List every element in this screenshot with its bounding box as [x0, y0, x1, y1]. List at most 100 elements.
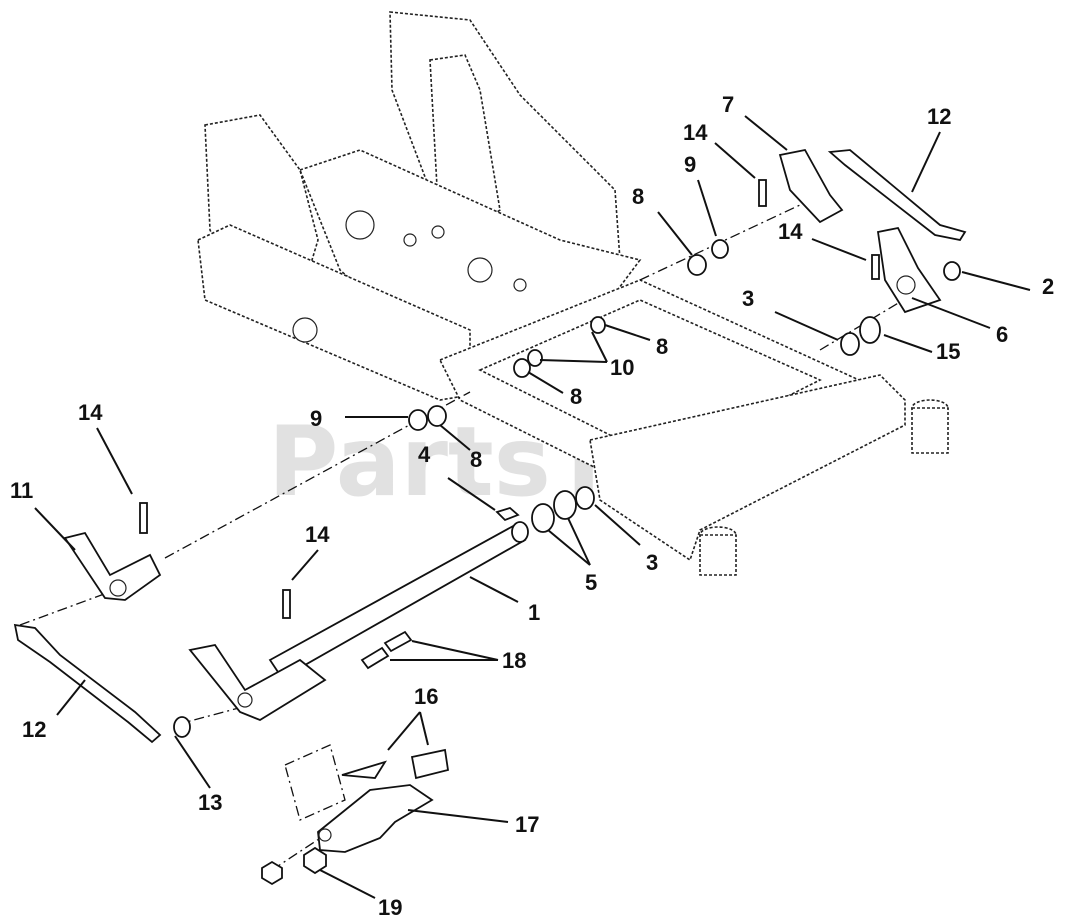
leader-8b	[604, 324, 651, 341]
parts	[13, 148, 967, 886]
lift-arm-bracket	[188, 643, 327, 722]
callout-12: 12	[22, 717, 46, 742]
callout-14: 14	[778, 219, 803, 244]
bushing-10	[527, 349, 543, 367]
leader-14a	[96, 427, 133, 495]
callout-10: 10	[610, 355, 634, 380]
pin-14a	[139, 502, 148, 534]
callout-14: 14	[683, 120, 708, 145]
frame-hole	[467, 257, 493, 283]
bushing-8-mid	[590, 316, 606, 334]
callout-11: 11	[10, 478, 33, 503]
callout-3: 3	[742, 286, 754, 311]
callout-8: 8	[570, 384, 582, 409]
washer-2	[943, 261, 961, 281]
lift-link-left	[13, 623, 162, 744]
callout-1: 1	[528, 600, 540, 625]
callout-19: 19	[378, 895, 402, 920]
washer-9-rear	[711, 239, 729, 259]
callout-8: 8	[632, 184, 644, 209]
leader-8d	[439, 424, 471, 451]
callout-14: 14	[78, 400, 103, 425]
frame-cross-tube	[589, 374, 906, 562]
callout-15: 15	[936, 339, 960, 364]
washer-13	[173, 716, 191, 738]
lift-link-right	[827, 149, 967, 242]
lift-arm-pivot	[109, 579, 127, 597]
bushing-8-low	[513, 358, 531, 378]
pad-16b	[410, 748, 450, 780]
lift-shaft-end	[511, 521, 529, 543]
leader-2	[961, 271, 1031, 291]
callout-6: 6	[996, 322, 1008, 347]
washer-5b	[553, 490, 577, 520]
right-pivot-hole	[896, 275, 916, 295]
bolt-18a	[360, 646, 390, 670]
pin-14b	[282, 589, 291, 619]
callout-7: 7	[722, 92, 734, 117]
callout-3: 3	[646, 550, 658, 575]
callout-9: 9	[310, 406, 322, 431]
bushing-3-left	[575, 486, 595, 510]
leader-5a	[547, 529, 591, 566]
leader-10a	[539, 359, 608, 363]
bolt-18b	[383, 630, 413, 653]
leader-12a	[911, 131, 941, 193]
leader-3b	[594, 504, 641, 546]
bracket-17	[317, 784, 434, 853]
callout-9: 9	[684, 152, 696, 177]
frame-hole	[513, 278, 527, 292]
frame-hole	[403, 233, 417, 247]
bracket-17-hole	[318, 828, 332, 842]
leader-11	[34, 507, 76, 551]
leader-lines	[34, 115, 1031, 899]
frame-hole	[292, 317, 318, 343]
leader-19	[319, 869, 376, 899]
callout-16: 16	[414, 684, 438, 709]
washer-9-left	[408, 409, 428, 431]
frame-hole	[345, 210, 375, 240]
leader-17	[407, 809, 509, 823]
nut-19b	[303, 846, 327, 875]
leader-15	[883, 334, 933, 353]
leader-16b	[419, 711, 429, 746]
leader-14c	[714, 142, 756, 179]
leader-14b	[291, 549, 319, 581]
callout-8: 8	[656, 334, 668, 359]
leader-1	[469, 576, 519, 603]
right-pivot-bracket	[876, 226, 942, 314]
callout-17: 17	[515, 812, 539, 837]
nut-19a	[261, 860, 283, 886]
callout-18: 18	[502, 648, 526, 673]
leader-8a	[657, 211, 693, 256]
pin-14d	[871, 254, 880, 280]
lift-arm-hole	[237, 692, 253, 708]
lift-arm	[63, 531, 162, 601]
washer-15	[859, 316, 881, 344]
frame-assembly	[197, 11, 949, 576]
bushing-8-rear	[687, 254, 707, 276]
pad-16a	[341, 760, 388, 779]
leader-16a	[387, 711, 421, 751]
callout-12: 12	[927, 104, 951, 129]
callout-8: 8	[470, 447, 482, 472]
leader-12b	[56, 679, 86, 716]
leader-10b	[591, 331, 608, 363]
caster-pivot-right-body	[911, 407, 949, 454]
leader-18b	[411, 640, 499, 661]
leader-4	[447, 477, 496, 511]
washer-5a	[531, 503, 555, 533]
rear-lift-arm	[778, 148, 844, 224]
callouts: 1 2 3 3 4 5 6 7 8 8 8 8 9 9 10 11 12 12 …	[10, 92, 1054, 920]
leader-7	[744, 115, 788, 151]
leader-14d	[811, 238, 867, 261]
bushing-8-left	[427, 405, 447, 427]
axis-link	[19, 589, 116, 626]
callout-13: 13	[198, 790, 222, 815]
leader-5b	[567, 517, 591, 566]
callout-5: 5	[585, 570, 597, 595]
callout-2: 2	[1042, 274, 1054, 299]
leader-9a	[697, 179, 717, 237]
leader-6	[911, 297, 991, 329]
